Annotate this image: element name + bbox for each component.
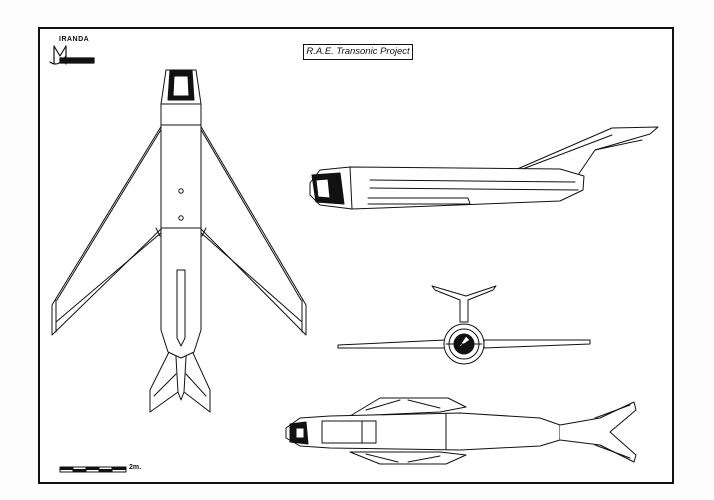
lower-fin [349,451,467,465]
fin-side [514,126,659,176]
miranda-logo-icon [49,45,95,65]
right-tailplane [183,339,211,413]
right-wing [199,124,307,336]
tail-under [559,401,637,463]
title-text: R.A.E. Transonic Project [306,46,410,57]
upper-fin [349,397,467,417]
drawing-frame [38,27,674,484]
fuselage-plan [160,69,202,359]
scale-bar [59,466,127,473]
front-view [337,285,591,365]
title-box: R.A.E. Transonic Project [303,44,413,60]
plan-view [51,69,307,413]
left-wing [51,124,163,336]
left-tailplane [149,339,179,413]
logo-text: IRANDA [59,36,90,43]
scale-label: 2m. [129,464,142,471]
side-view [309,126,659,210]
fin-front [431,285,497,323]
underside-view [285,397,637,465]
